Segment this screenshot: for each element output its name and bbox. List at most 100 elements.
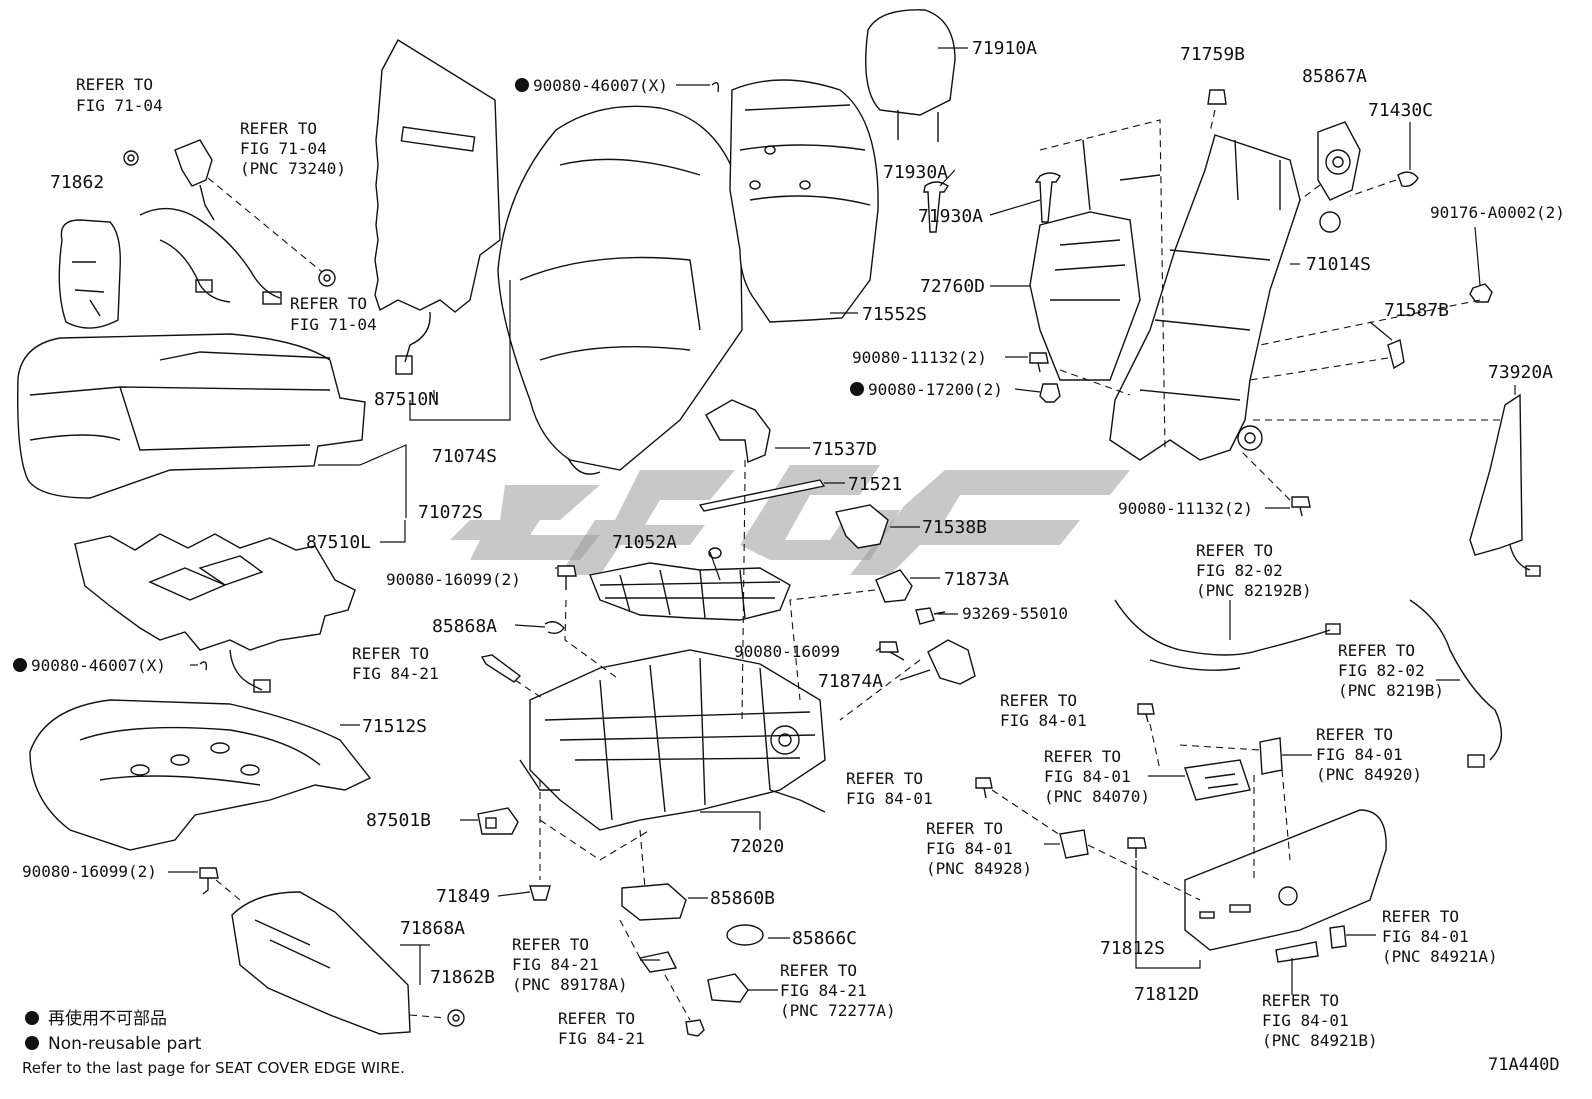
part-8219B-harness bbox=[1409, 599, 1503, 768]
fastener-90080-46007-lower bbox=[199, 661, 208, 671]
label-71910A: 71910A bbox=[972, 38, 1037, 59]
part-87501B-connector bbox=[477, 807, 519, 835]
label-72760D: 72760D bbox=[920, 276, 985, 297]
label-90080-11132-lower: 90080-11132(2) bbox=[1118, 499, 1253, 518]
part-87510L-heater-mat bbox=[74, 533, 356, 693]
dash-adj-1 bbox=[564, 599, 621, 681]
dash-sw-4 bbox=[1179, 744, 1261, 751]
label-87510L: 87510L bbox=[306, 532, 371, 553]
part-71072S-cushion-cover bbox=[17, 333, 366, 499]
label-71862: 71862 bbox=[50, 172, 104, 193]
label-71874A: 71874A bbox=[818, 671, 883, 692]
label-72020: 72020 bbox=[730, 836, 784, 857]
part-84070-switch bbox=[1184, 759, 1251, 801]
dash-adj-5 bbox=[514, 679, 546, 701]
dash-71430C bbox=[1349, 179, 1397, 197]
dash-sw-6 bbox=[1281, 769, 1291, 861]
part-87510N-back-heater bbox=[374, 39, 501, 375]
part-71873A-bracket bbox=[875, 569, 913, 603]
part-90080-16099-screw-left bbox=[557, 565, 577, 590]
part-84921A-knob bbox=[1329, 925, 1347, 949]
dash-adj-2 bbox=[741, 460, 746, 721]
part-71812D-side-shield bbox=[1184, 809, 1387, 951]
part-71930A-guide-upper bbox=[923, 181, 949, 233]
part-71874A-bracket bbox=[927, 639, 976, 685]
label-71430C: 71430C bbox=[1368, 100, 1433, 121]
legend-en-text: Non-reusable part bbox=[48, 1034, 202, 1054]
label-90176-A0002: 90176-A0002(2) bbox=[1430, 203, 1565, 222]
part-71849-clip bbox=[529, 885, 551, 901]
screw-90080-11132-lower bbox=[1291, 496, 1311, 517]
label-73920A: 73920A bbox=[1488, 362, 1553, 383]
dash-adj-10 bbox=[664, 974, 691, 1021]
part-screw-84-01-mid bbox=[975, 777, 993, 799]
dash-buckle bbox=[207, 177, 323, 273]
label-71552S: 71552S bbox=[862, 304, 927, 325]
label-90080-46007-upper: 90080-46007(X) bbox=[533, 76, 668, 95]
part-71552S-back-pad bbox=[729, 79, 879, 323]
dash-sw-2 bbox=[991, 789, 1061, 836]
non-reusable-dot-46007-upper bbox=[515, 78, 529, 92]
part-71812S-clip bbox=[1127, 837, 1147, 858]
dash-sw-1 bbox=[1149, 723, 1161, 771]
label-90080-17200: 90080-17200(2) bbox=[868, 380, 1003, 399]
nut-90080-17200 bbox=[1039, 383, 1061, 403]
callout-labels: 71862 71074S 71072S 87510L 87510N 71910A… bbox=[13, 38, 1565, 1005]
dash-speaker bbox=[1299, 184, 1321, 201]
label-93269-55010: 93269-55010 bbox=[962, 604, 1068, 623]
label-90080-46007-lower: 90080-46007(X) bbox=[31, 656, 166, 675]
label-71849: 71849 bbox=[436, 886, 490, 907]
fastener-90080-46007-upper bbox=[711, 82, 720, 93]
dash-screw-low bbox=[1239, 449, 1291, 501]
label-85867A: 85867A bbox=[1302, 66, 1367, 87]
part-front-cover-lower bbox=[231, 891, 411, 1035]
label-85868A: 85868A bbox=[432, 616, 497, 637]
part-85866C-knob bbox=[726, 924, 764, 946]
footnote: Refer to the last page for SEAT COVER ED… bbox=[22, 1059, 405, 1077]
part-84920-knob bbox=[1259, 737, 1283, 775]
dash-adj-4 bbox=[839, 659, 921, 721]
seat-belt-buckle-harness bbox=[139, 139, 282, 305]
part-85868A-clip bbox=[544, 621, 565, 635]
part-71587B-bracket bbox=[1387, 339, 1405, 370]
label-71930A-upper: 71930A bbox=[883, 162, 948, 183]
part-85860B-motor bbox=[621, 883, 687, 921]
label-71759B: 71759B bbox=[1180, 44, 1245, 65]
label-90080-16099-seat: 90080-16099(2) bbox=[386, 570, 521, 589]
part-85867A-speaker bbox=[1317, 121, 1361, 233]
part-71930A-guide-lower bbox=[1034, 172, 1061, 223]
screw-90080-11132-upper bbox=[1029, 352, 1049, 373]
dash-screw-back bbox=[1059, 369, 1131, 396]
part-72020-seat-adjuster bbox=[519, 649, 826, 831]
label-71074S: 71074S bbox=[432, 446, 497, 467]
dash-sw-3 bbox=[1087, 844, 1201, 901]
legend: 再使用不可部品 Non-reusable part bbox=[25, 1008, 202, 1054]
part-90176-nut bbox=[1469, 283, 1493, 303]
label-87501B: 87501B bbox=[366, 810, 431, 831]
part-84921B-knob bbox=[1275, 941, 1319, 963]
label-71930A-lower: 71930A bbox=[918, 206, 983, 227]
part-90080-16099-screw-right bbox=[879, 641, 905, 661]
label-71868A: 71868A bbox=[400, 918, 465, 939]
label-71014S: 71014S bbox=[1306, 254, 1371, 275]
dash-71759B bbox=[1209, 109, 1216, 133]
label-71052A: 71052A bbox=[612, 532, 677, 553]
label-71521: 71521 bbox=[848, 474, 902, 495]
screw-90080-16099-front bbox=[199, 867, 219, 895]
label-71072S: 71072S bbox=[418, 502, 483, 523]
legend-dot-en bbox=[25, 1036, 39, 1050]
figure-id: 71A440D bbox=[1488, 1055, 1560, 1075]
dash-adj-3 bbox=[789, 589, 876, 701]
part-71910A-headrest bbox=[865, 9, 956, 142]
